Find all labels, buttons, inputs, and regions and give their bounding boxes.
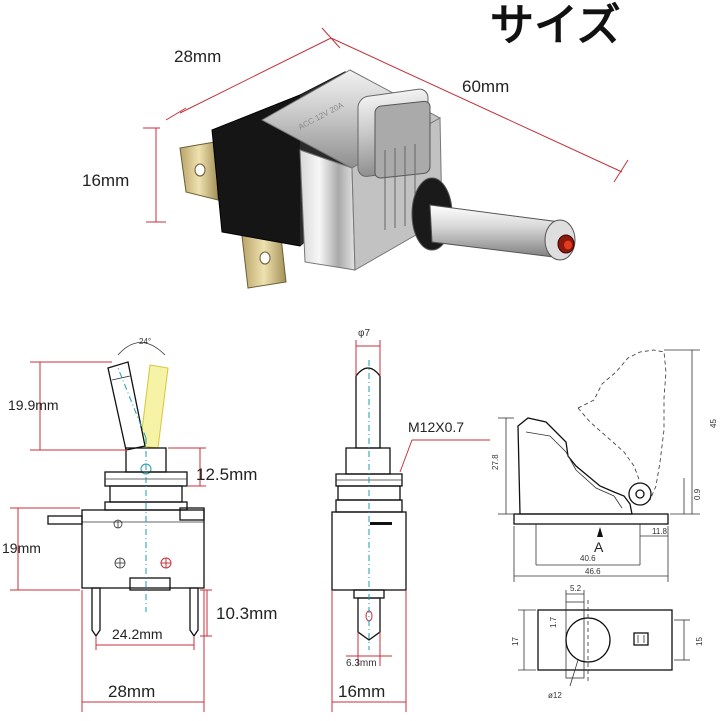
slot-width-label: 5.2 — [570, 584, 582, 593]
terminal-front — [357, 597, 381, 641]
chrome-lever — [429, 204, 576, 261]
photo-dimensions: 28mm 60mm 16mm — [82, 27, 629, 223]
photo-dim-height: 16mm — [82, 171, 129, 190]
cover-total-height-label: 45 — [709, 419, 718, 428]
hinge-width-label: 11.8 — [652, 527, 668, 536]
cover-open — [577, 349, 667, 501]
page-title: サイズ — [490, 0, 621, 51]
cover-closed — [517, 417, 633, 515]
lever-diameter-label: φ7 — [358, 328, 370, 339]
cover-side-drawing — [513, 349, 669, 566]
thread-label: M12X0.7 — [408, 419, 464, 435]
terminal-width-label: 6.3mm — [346, 658, 377, 669]
cover-top-drawing — [537, 600, 673, 682]
side-view-dimensions: 19.9mm 12.5mm 19mm 10.3mm 24.2mm 28mm — [2, 361, 277, 712]
cover-top-outline — [537, 609, 673, 671]
front-width-label: 16mm — [338, 682, 385, 701]
cover-height-label: 27.8 — [491, 454, 500, 470]
lever-alt-position — [139, 364, 169, 449]
cover-total-length-label: 46.6 — [585, 567, 601, 576]
body-height-label: 19mm — [2, 540, 41, 556]
lever-outline — [107, 361, 146, 451]
cover-length-label: 40.6 — [580, 554, 596, 563]
front-view-drawing — [331, 360, 407, 650]
cover-width-left-label: 17 — [511, 637, 520, 646]
slot-offset-label: 1.7 — [549, 616, 558, 628]
body-width-label: 28mm — [108, 682, 155, 701]
terminal-length-label: 10.3mm — [216, 604, 277, 623]
hole-diameter-label: ø12 — [548, 691, 562, 700]
terminal-left — [91, 587, 101, 638]
side-view-drawing: 24° — [47, 337, 205, 638]
cover-side-dimensions: 27.8 45 0.9 11.8 A 40.6 46.6 — [491, 349, 718, 582]
front-view-dimensions: φ7 M12X0.7 6.3mm 16mm — [331, 328, 490, 712]
terminal-right — [189, 587, 199, 638]
nut-height-label: 12.5mm — [196, 465, 257, 484]
lever-length-label: 19.9mm — [8, 397, 59, 413]
lever-front — [355, 367, 381, 449]
photo-dim-length: 60mm — [462, 77, 509, 96]
photo-dim-width: 28mm — [174, 47, 221, 66]
angle-label: 24° — [139, 337, 151, 346]
terminal-spacing-label: 24.2mm — [112, 626, 163, 642]
hinge-offset-label: 0.9 — [693, 488, 702, 500]
cover-width-right-label: 15 — [695, 637, 704, 646]
switch-photo: ACC 12V 20A — [179, 69, 576, 289]
cover-top-dimensions: 5.2 1.7 17 15 ø12 — [511, 584, 704, 700]
cover-base — [513, 513, 669, 525]
switch-body-outline — [81, 509, 205, 589]
section-ref-label: A — [594, 539, 604, 555]
side-tab — [47, 515, 83, 525]
angle-arc — [117, 342, 166, 356]
metal-frame-side — [299, 149, 356, 271]
